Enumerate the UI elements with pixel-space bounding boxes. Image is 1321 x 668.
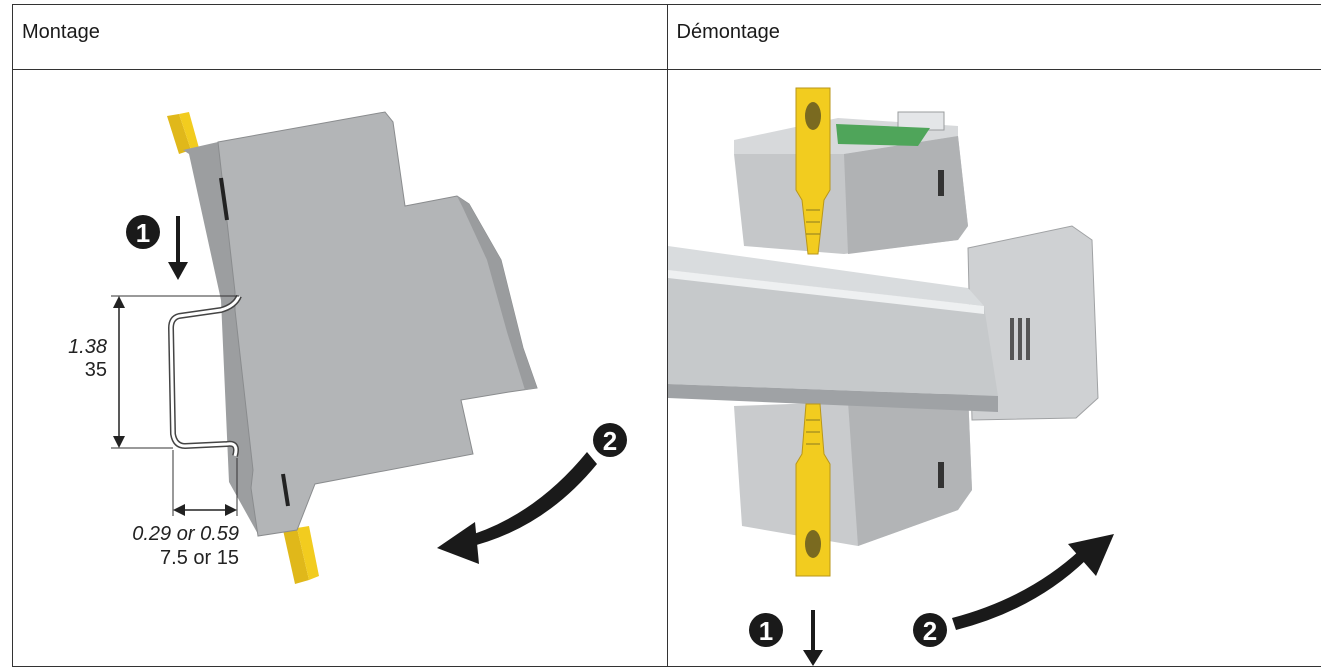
upper-release-clip [795,87,830,255]
width-inches: 0.29 or 0.59 [132,523,239,545]
montage-header-cell: Montage [12,4,668,70]
step-one-marker: 1 [748,613,783,647]
width-mm: 7.5 or 15 [160,547,239,569]
height-mm: 35 [85,359,107,381]
demontage-panel: 1 2 [666,69,1321,667]
step-one-number: 1 [136,218,150,248]
upper-slot [219,177,229,221]
montage-title: Montage [22,21,100,43]
device-lower-block [733,392,972,546]
step-two-marker: 2 [912,613,947,647]
lower-slot [281,473,290,507]
din-rail [667,246,998,412]
step-two-marker: 2 [593,423,627,457]
demontage-title: Démontage [676,21,780,43]
montage-illustration: 1 1.38 35 [68,111,627,584]
rotate-arrow-icon [437,452,597,564]
bottom-yellow-clip [283,526,319,584]
top-yellow-clip [167,112,199,154]
height-dimension-line [111,295,239,449]
device-front-face [457,196,537,390]
step-one-marker: 1 [126,215,160,249]
demontage-header-cell: Démontage [666,4,1321,70]
vent-slots [1009,318,1030,360]
device-front-face [966,225,1099,421]
down-arrow-icon [168,216,188,280]
step-two-number: 2 [603,426,617,456]
device-upper-block [733,111,968,254]
demontage-illustration: 1 2 [667,87,1114,666]
height-inches: 1.38 [68,336,107,358]
device-body [217,111,538,537]
width-dimension-line [172,450,238,516]
step-two-number: 2 [922,616,936,646]
mounting-instructions-table: Montage Démontage [12,4,1321,667]
device-back-face [183,142,295,536]
lower-release-clip [795,403,830,577]
montage-panel: 1 1.38 35 [12,69,668,667]
rotate-arrow-icon [951,534,1114,630]
step-one-number: 1 [758,616,772,646]
down-arrow-icon [802,610,823,666]
